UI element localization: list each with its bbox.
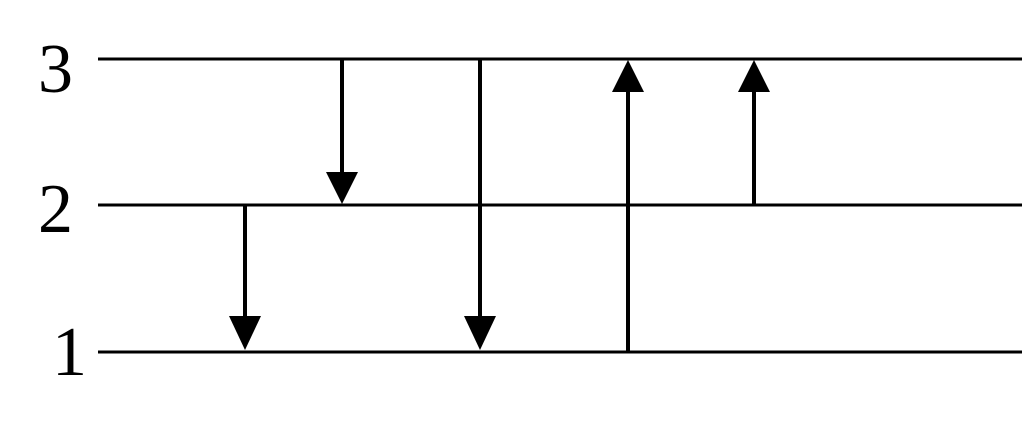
level-label-1: 1 — [52, 314, 87, 391]
transition-arrow-3-to-1 — [464, 59, 496, 350]
transition-arrow-1-to-3 — [612, 60, 644, 352]
transition-arrow-2-to-1 — [229, 205, 261, 350]
level-label-2: 2 — [38, 171, 73, 248]
transition-arrow-3-to-2 — [326, 59, 358, 204]
level-label-3: 3 — [38, 31, 73, 108]
transition-arrow-2-to-3 — [738, 60, 770, 205]
